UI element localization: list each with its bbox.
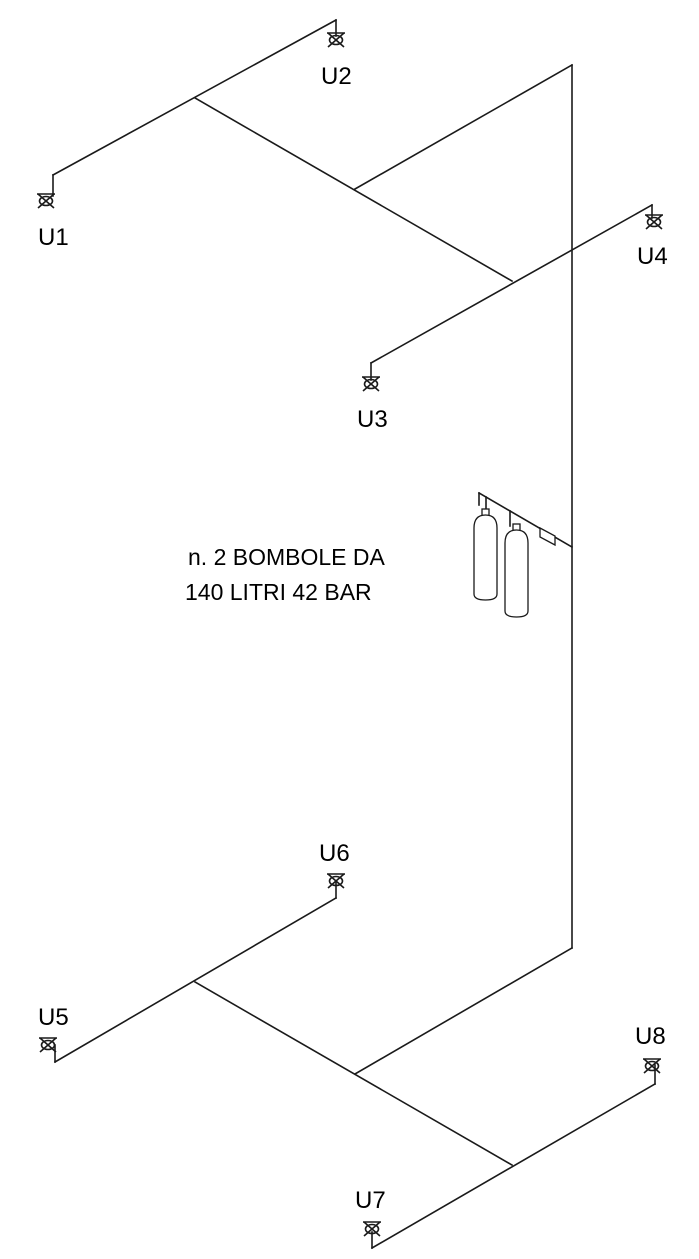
cylinder-manifold xyxy=(473,491,574,618)
cylinder-1 xyxy=(473,508,498,601)
nozzle-u4-icon xyxy=(644,214,664,230)
pipe-u5-u6 xyxy=(53,896,338,1064)
nozzle-u7-icon xyxy=(362,1221,382,1237)
nozzle-label-u4: U4 xyxy=(637,243,668,270)
nozzle-u2-icon xyxy=(326,32,346,48)
upper-pipe-network xyxy=(51,18,654,949)
manifold-pipe xyxy=(477,491,574,549)
cylinders-note-line2: 140 LITRI 42 BAR xyxy=(185,579,372,605)
pipe-lower-riser-link xyxy=(353,946,574,1076)
nozzle-label-u6: U6 xyxy=(319,840,350,867)
nozzle-label-u8: U8 xyxy=(635,1023,666,1050)
nozzle-u5-icon xyxy=(38,1037,58,1053)
lower-pipe-network xyxy=(53,881,657,1250)
pipe-upper-main xyxy=(193,96,514,283)
pipe-u3-u4 xyxy=(369,203,654,365)
pipe-upper-riser-link xyxy=(353,63,574,191)
nozzle-label-u2: U2 xyxy=(321,63,352,90)
nozzle-label-u1: U1 xyxy=(38,224,69,251)
cylinder-2 xyxy=(504,523,529,618)
cylinders-note-line1: n. 2 BOMBOLE DA xyxy=(188,544,386,570)
nozzle-u8-icon xyxy=(642,1058,662,1074)
valve-box xyxy=(539,526,556,547)
nozzle-label-u7: U7 xyxy=(355,1187,386,1214)
nozzle-label-u3: U3 xyxy=(357,406,388,433)
nozzle-u1-icon xyxy=(36,193,56,209)
nozzle-u6-icon xyxy=(326,873,346,889)
nozzle-u3-icon xyxy=(361,376,381,392)
pipe-u7-u8 xyxy=(370,1082,657,1250)
pipe-lower-main xyxy=(193,980,514,1167)
nozzle-label-u5: U5 xyxy=(38,1004,69,1031)
